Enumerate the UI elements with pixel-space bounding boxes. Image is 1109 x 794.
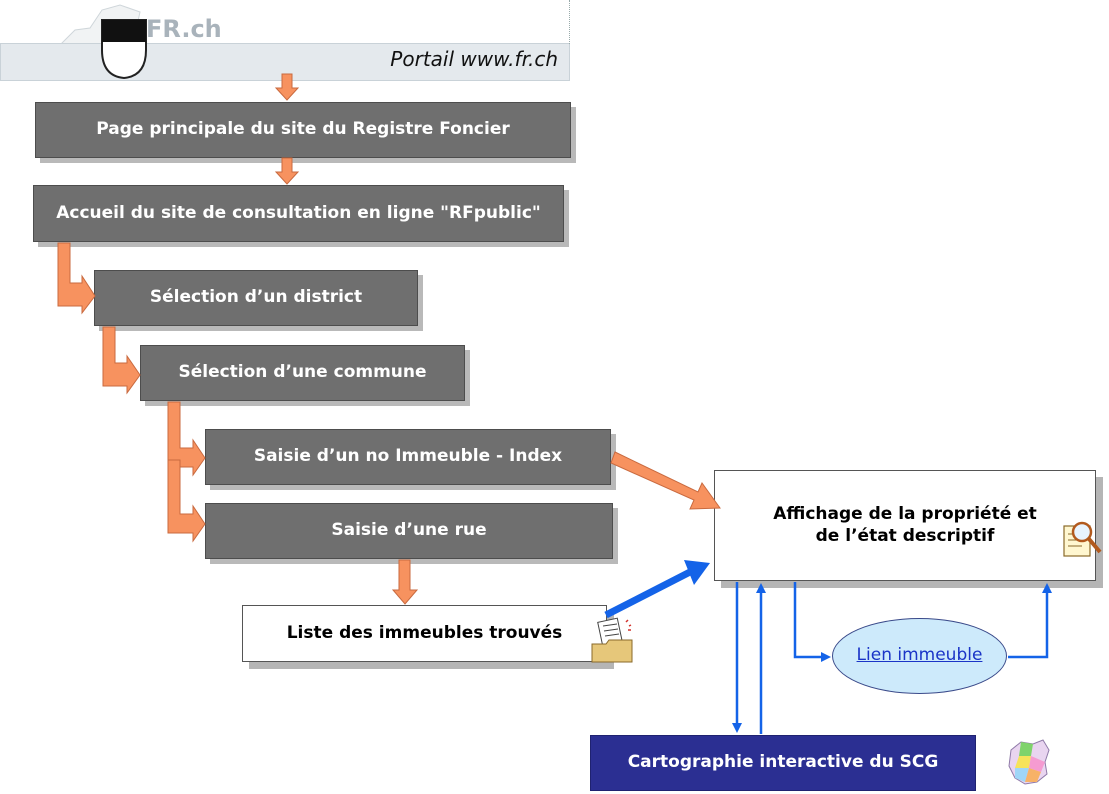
step-district-label: Sélection d’un district — [149, 287, 363, 308]
colored-map-icon — [1008, 739, 1050, 785]
results-list-label: Liste des immeubles trouvés — [286, 622, 563, 643]
arrow-portal-to-main — [274, 73, 300, 101]
arrow-commune-to-rue — [167, 459, 206, 543]
arrow-immeuble-to-affichage — [610, 451, 721, 510]
header-divider — [569, 0, 570, 44]
site-name: FR.ch — [146, 15, 222, 43]
property-display-box[interactable]: Affichage de la propriété et de l’état d… — [714, 470, 1096, 581]
cartographie-box[interactable]: Cartographie interactive du SCG — [590, 735, 976, 791]
step-immeuble-index-label: Saisie d’un no Immeuble - Index — [253, 446, 563, 467]
results-list-box[interactable]: Liste des immeubles trouvés — [242, 605, 607, 662]
step-accueil[interactable]: Accueil du site de consultation en ligne… — [33, 185, 564, 242]
step-rue[interactable]: Saisie d’une rue — [205, 503, 613, 559]
step-main-page-label: Page principale du site du Registre Fonc… — [96, 119, 510, 140]
property-link-ellipse[interactable]: Lien immeuble — [832, 618, 1007, 694]
arrow-lien-to-affichage — [1008, 583, 1052, 659]
step-commune-label: Sélection d’une commune — [178, 362, 427, 383]
property-display-line1: Affichage de la propriété et — [773, 504, 1037, 525]
arrow-district-to-commune — [102, 326, 141, 395]
step-accueil-label: Accueil du site de consultation en ligne… — [56, 202, 541, 223]
arrow-rue-to-liste — [391, 559, 419, 605]
step-immeuble-index[interactable]: Saisie d’un no Immeuble - Index — [205, 429, 611, 485]
arrow-main-to-accueil — [274, 157, 300, 185]
arrow-affichage-to-lien — [793, 582, 831, 662]
step-main-page[interactable]: Page principale du site du Registre Fonc… — [35, 102, 571, 158]
arrow-accueil-to-district — [57, 242, 96, 315]
cartographie-label: Cartographie interactive du SCG — [627, 752, 939, 773]
fribourg-shield-icon — [101, 19, 147, 80]
step-commune[interactable]: Sélection d’une commune — [140, 345, 465, 401]
folder-documents-icon — [591, 617, 633, 663]
step-rue-label: Saisie d’une rue — [331, 520, 487, 541]
step-district[interactable]: Sélection d’un district — [94, 270, 418, 326]
property-display-line2: de l’état descriptif — [815, 525, 995, 546]
portal-link[interactable]: Portail www.fr.ch — [390, 47, 558, 71]
magnifier-document-icon — [1063, 521, 1102, 557]
arrow-liste-to-affichage — [604, 568, 692, 619]
property-link[interactable]: Lien immeuble — [856, 645, 983, 666]
